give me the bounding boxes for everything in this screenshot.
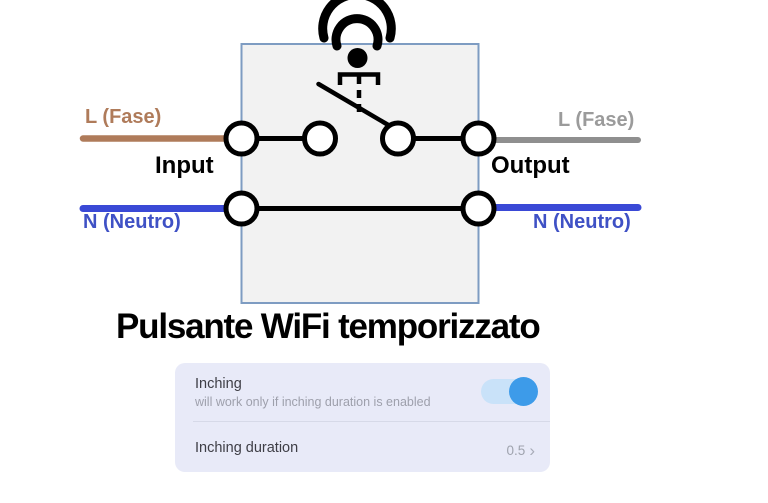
terminal-live-out [460, 120, 497, 157]
chevron-right-icon: › [529, 441, 535, 460]
push-button-actuator-icon [337, 72, 381, 85]
inching-description: will work only if inching duration is en… [195, 395, 431, 409]
live-input-label: L (Fase) [85, 106, 162, 128]
input-label: Input [155, 152, 214, 179]
live-output-label: L (Fase) [558, 109, 635, 131]
switch-lever-icon [316, 81, 393, 129]
wifi-outer-arc [318, 0, 396, 43]
terminal-live-in [223, 120, 260, 157]
wifi-inner-arc [331, 14, 383, 51]
inching-label: Inching [195, 376, 242, 392]
inching-toggle[interactable] [481, 377, 538, 406]
inching-row: Inching will work only if inching durati… [175, 363, 550, 421]
inching-settings-card: Inching will work only if inching durati… [175, 363, 550, 472]
terminal-neutral-in [223, 190, 260, 227]
terminal-switch-left [302, 120, 338, 157]
output-label: Output [491, 152, 570, 179]
wifi-icon [318, 0, 396, 68]
terminal-switch-right [380, 120, 416, 157]
inching-toggle-knob [509, 377, 538, 406]
inching-duration-value: 0.5 [506, 443, 526, 458]
wifi-dot [347, 48, 368, 68]
page-title: Pulsante WiFi temporizzato [116, 307, 541, 346]
inching-duration-value-wrap: 0.5› [507, 440, 535, 460]
relay-box [240, 43, 480, 304]
terminal-neutral-out [460, 190, 497, 227]
neutral-output-label: N (Neutro) [533, 211, 631, 233]
card-divider [193, 421, 550, 422]
inching-duration-row[interactable]: Inching duration 0.5› [175, 422, 550, 472]
neutral-input-label: N (Neutro) [83, 211, 181, 233]
inching-duration-label: Inching duration [195, 440, 299, 456]
